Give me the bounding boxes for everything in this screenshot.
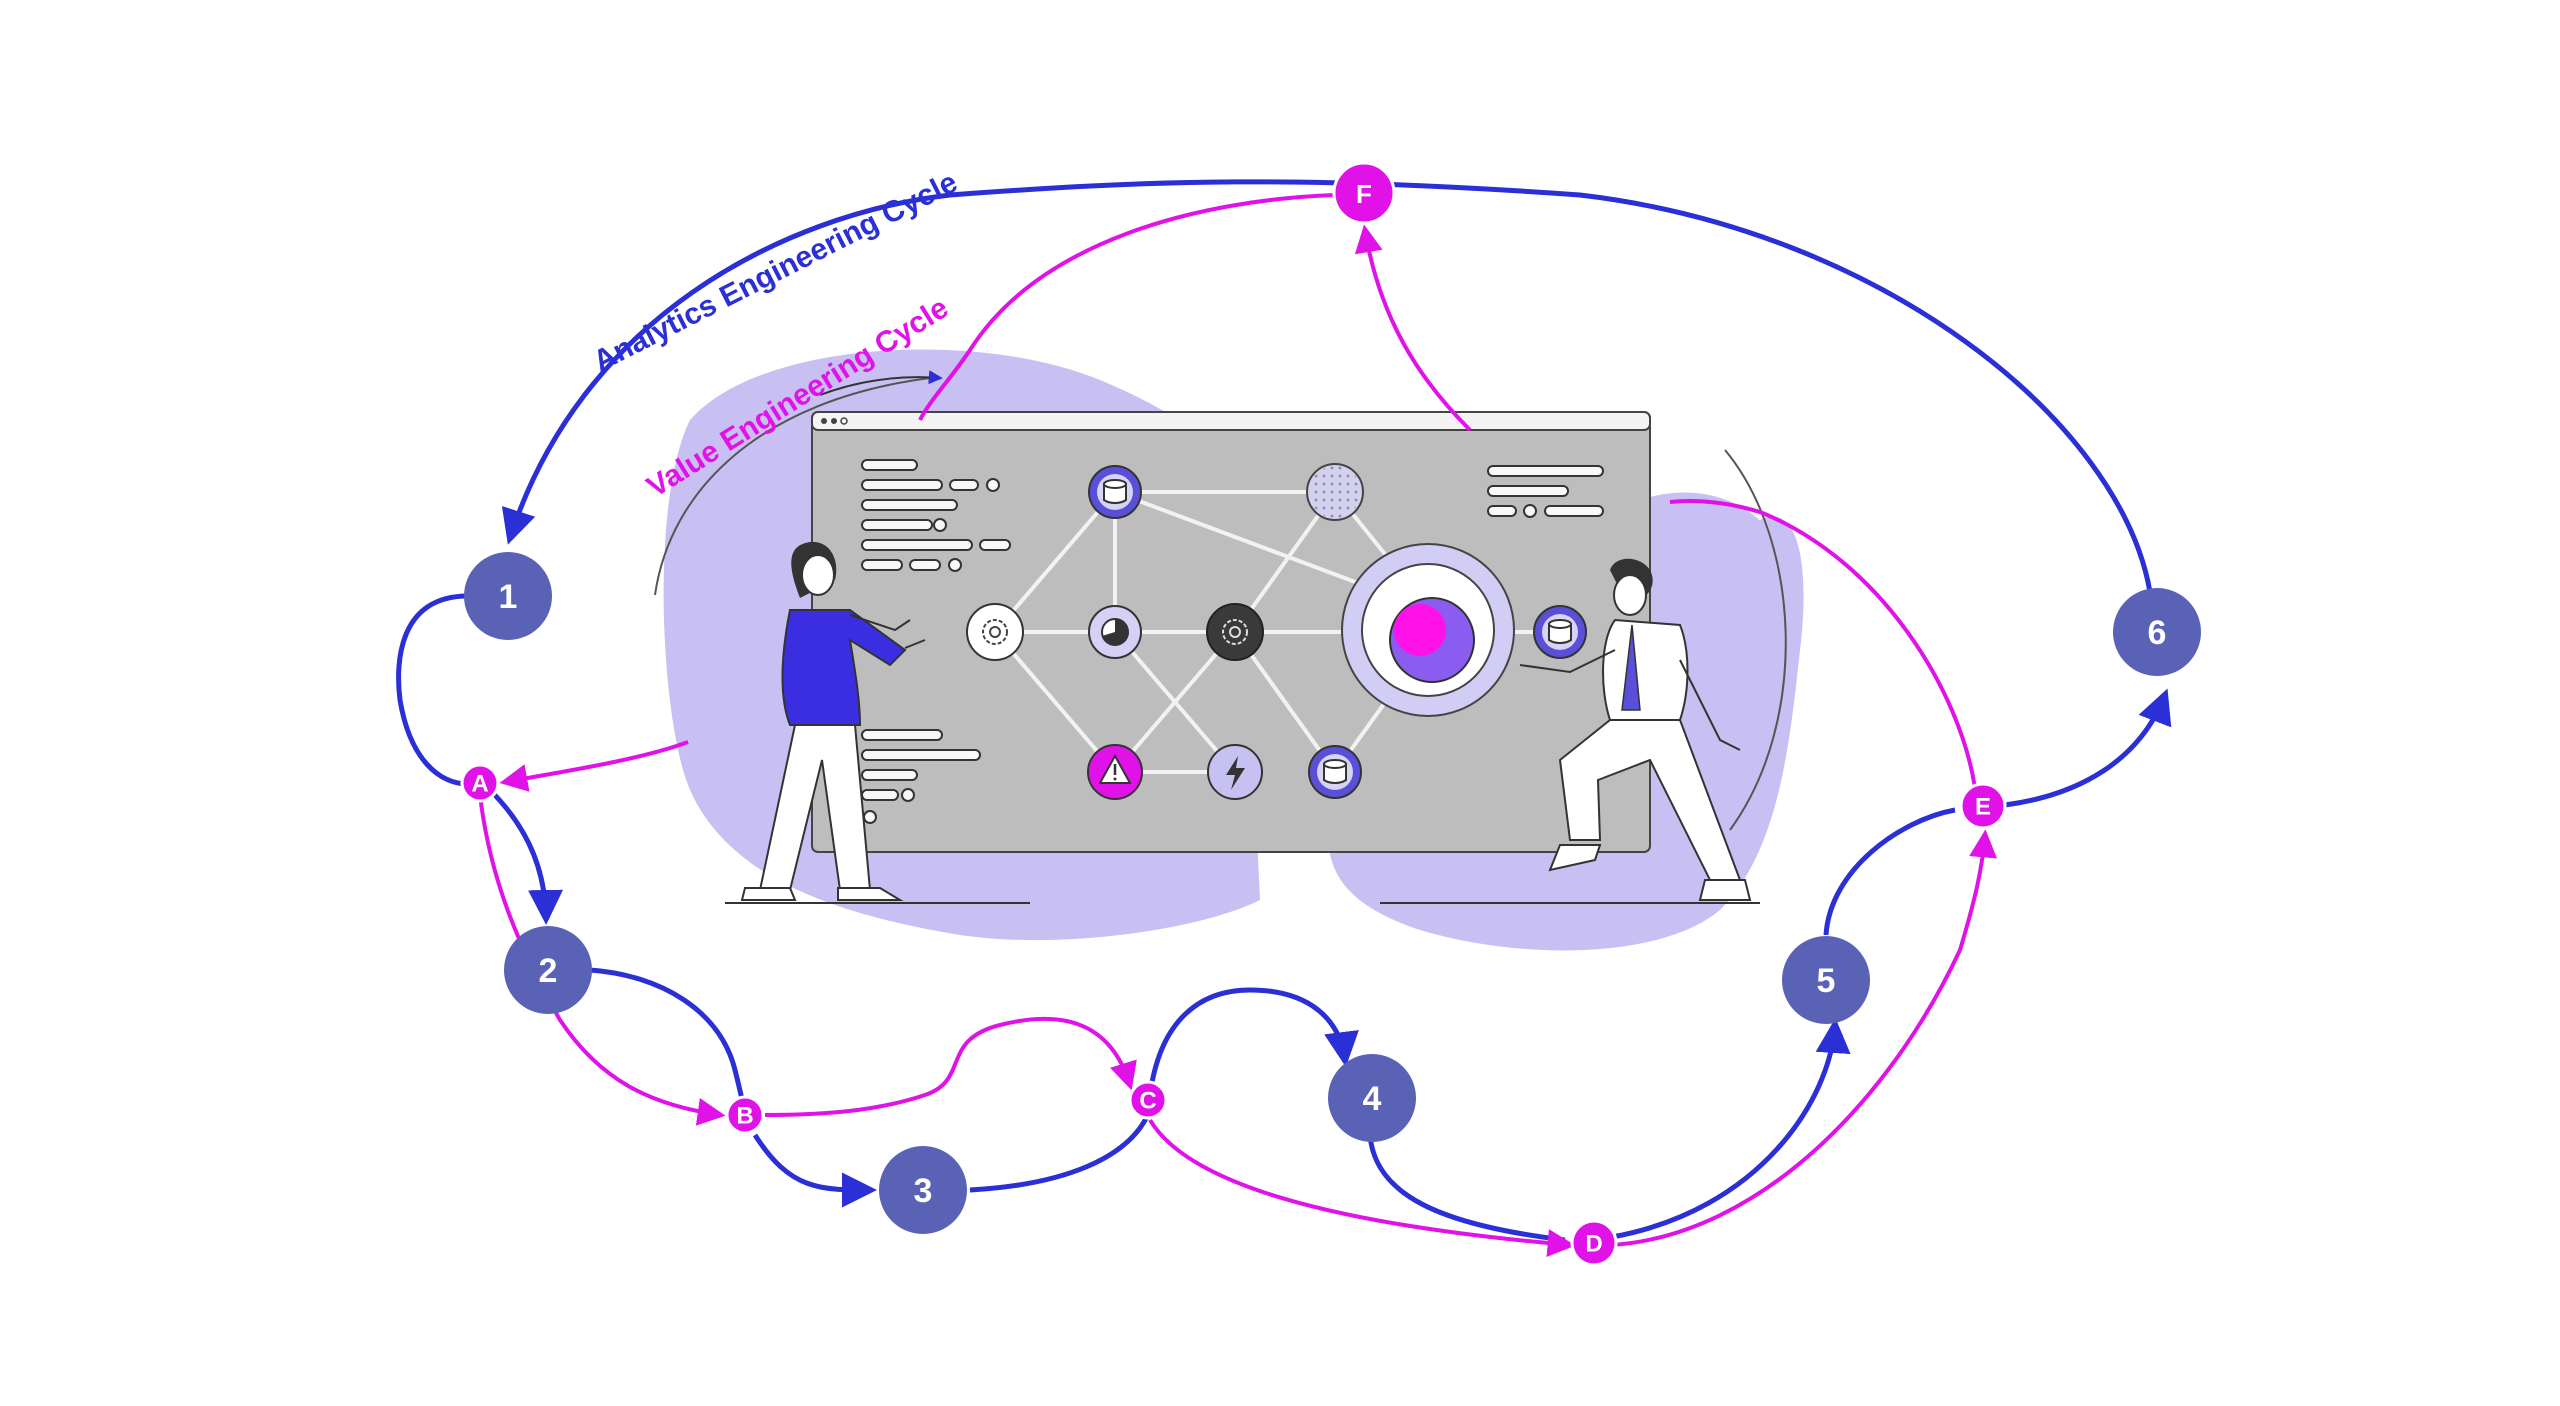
step-node-6[interactable]: 6 <box>2113 588 2201 676</box>
value-node-label: E <box>1975 794 1991 821</box>
edge-A-to-2 <box>488 788 564 925</box>
gear-icon <box>966 603 1024 661</box>
edge-C-to-D <box>1148 1118 1576 1258</box>
edge-D-to-E <box>1611 829 1998 1247</box>
step-node-label: 3 <box>914 1172 933 1210</box>
edge-B-to-C <box>764 1016 1137 1117</box>
step-node-label: 6 <box>2148 614 2167 652</box>
target-hub-icon <box>1341 543 1515 717</box>
screen-titlebar <box>811 411 1651 431</box>
presenter-left <box>740 541 926 901</box>
value-node-B[interactable]: B <box>725 1095 765 1135</box>
pie-chart-icon <box>1088 605 1142 659</box>
edge-screen-to-A <box>499 740 689 792</box>
database-icon <box>1088 465 1142 519</box>
edge-4-to-D <box>1367 1134 1566 1243</box>
screen-text-lines-top-right <box>1487 465 1604 518</box>
step-node-label: 1 <box>499 578 518 616</box>
database-icon <box>1308 745 1362 799</box>
window-dot-2 <box>831 418 837 424</box>
step-node-1[interactable]: 1 <box>464 552 552 640</box>
edge-C-to-4 <box>1147 987 1359 1096</box>
edge-3-to-C <box>969 1109 1153 1193</box>
value-node-D[interactable]: D <box>1570 1219 1618 1267</box>
edge-F-to-A-left <box>918 193 1336 421</box>
edge-D-to-5 <box>1611 1018 1851 1240</box>
value-node-label: D <box>1585 1231 1602 1258</box>
dotted-circle-icon <box>1306 463 1364 521</box>
database-icon <box>1533 605 1587 659</box>
value-cycle-edges <box>478 193 1998 1258</box>
value-node-label: C <box>1139 1088 1156 1115</box>
step-node-label: 5 <box>1817 962 1836 1000</box>
edge-1-to-A <box>396 593 471 787</box>
central-illustration <box>654 349 1804 951</box>
step-node-label: 2 <box>539 952 558 990</box>
decor-arc-left <box>654 377 931 596</box>
step-node-3[interactable]: 3 <box>879 1146 967 1234</box>
window-dot-3 <box>840 417 848 425</box>
step-node-5[interactable]: 5 <box>1782 936 1870 1024</box>
edge-E-to-6 <box>2004 688 2172 808</box>
step-node-2[interactable]: 2 <box>504 926 592 1014</box>
edge-5-to-E <box>1823 807 1956 936</box>
analytics-cycle-edges <box>396 179 2172 1243</box>
value-node-A[interactable]: A <box>460 763 500 803</box>
edge-B-to-3 <box>752 1133 877 1208</box>
presenter-right <box>1519 558 1752 901</box>
value-node-label: F <box>1356 179 1372 209</box>
value-node-label: A <box>471 771 488 798</box>
step-node-4[interactable]: 4 <box>1328 1054 1416 1142</box>
edge-A-to-B <box>478 794 726 1126</box>
edge-2-to-B <box>589 967 748 1121</box>
value-node-C[interactable]: C <box>1128 1080 1168 1120</box>
edge-E-to-screen <box>1669 499 1977 789</box>
value-node-label: B <box>736 1103 753 1130</box>
value-node-E[interactable]: E <box>1959 782 2007 830</box>
edge-6-to-1 <box>501 179 2153 593</box>
lightning-icon <box>1207 744 1263 800</box>
value-node-F[interactable]: F <box>1332 161 1396 225</box>
step-node-label: 4 <box>1363 1080 1382 1118</box>
decor-arc-right <box>1724 449 1787 831</box>
decor-arc-top <box>819 370 943 396</box>
screen-text-lines-top-left <box>861 459 1011 572</box>
window-dot-1 <box>821 418 827 424</box>
warning-icon <box>1087 744 1143 800</box>
edge-hub-to-F <box>1354 224 1472 432</box>
gear-dark-icon <box>1206 603 1264 661</box>
